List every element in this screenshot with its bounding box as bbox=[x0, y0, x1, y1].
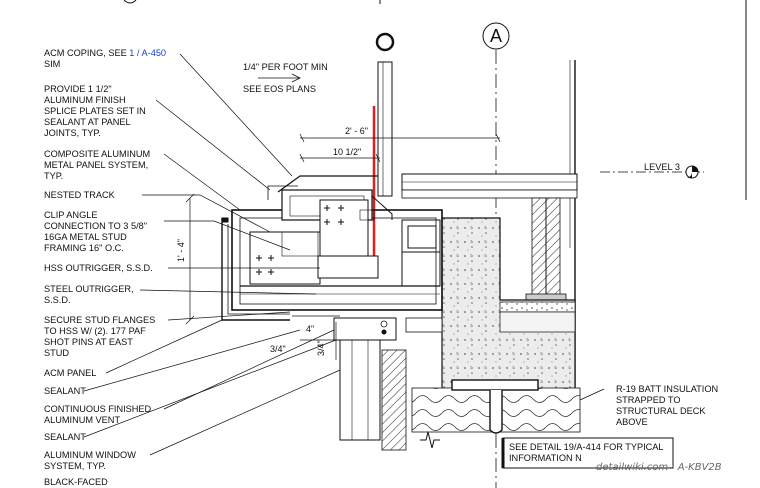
note-window-2: SYSTEM, TYP. bbox=[44, 461, 106, 471]
detail-reference-box: SEE DETAIL 19/A-414 FOR TYPICAL INFORMAT… bbox=[501, 437, 674, 469]
slope-note-line2: SEE EOS PLANS bbox=[243, 84, 316, 94]
note-acm-coping: ACM COPING, SEE 1 / A-450 bbox=[44, 48, 166, 58]
detail-link[interactable]: 1 / A-450 bbox=[129, 48, 166, 58]
dim-2ft6: 2' - 6" bbox=[345, 126, 368, 136]
note-composite-2: METAL PANEL SYSTEM, bbox=[44, 160, 148, 170]
level-label: LEVEL 3 bbox=[644, 162, 680, 172]
ref-line-1: SEE DETAIL 19/A-414 FOR TYPICAL bbox=[509, 442, 664, 452]
insulation-line-3: STRUCTURAL DECK bbox=[616, 406, 706, 416]
dim-three-quarter-a: 3/4" bbox=[270, 344, 286, 354]
floor-slab bbox=[401, 173, 578, 199]
grid-tag: A bbox=[490, 26, 502, 46]
batt-insulation bbox=[411, 379, 581, 434]
note-acm-panel: ACM PANEL bbox=[44, 368, 96, 378]
note-secure-1: SECURE STUD FLANGES bbox=[44, 315, 155, 325]
annotation-notes: ACM COPING, SEE 1 / A-450 SIM PROVIDE 1 … bbox=[44, 48, 166, 487]
insulation-line-4: ABOVE bbox=[616, 417, 648, 427]
break-line bbox=[420, 431, 440, 449]
note-hss: HSS OUTRIGGER, S.S.D. bbox=[44, 263, 153, 273]
note-clip-2: CONNECTION TO 3 5/8" bbox=[44, 221, 147, 231]
dim-1ft4: 1' - 4" bbox=[176, 239, 186, 262]
dim-three-quarter-b: 3/4" bbox=[316, 340, 326, 356]
note-clip-4: FRAMING 16" O.C. bbox=[44, 243, 124, 253]
note-clip-3: 16GA METAL STUD bbox=[44, 232, 127, 242]
note-steel-2: S.S.D. bbox=[44, 295, 71, 305]
note-splice-5: JOINTS, TYP. bbox=[44, 128, 101, 138]
note-vent-2: ALUMINUM VENT bbox=[44, 415, 120, 425]
steel-column bbox=[525, 197, 567, 303]
slope-note-line1: 1/4" PER FOOT MIN bbox=[243, 62, 328, 72]
watermark: detailwiki.com · A-KBV2B bbox=[596, 462, 722, 473]
note-composite-3: TYP. bbox=[44, 171, 63, 181]
coping-post bbox=[375, 32, 395, 197]
note-sim: SIM bbox=[44, 59, 60, 69]
note-sealant-2: SEALANT bbox=[44, 432, 86, 442]
dim-10-half: 10 1/2" bbox=[333, 147, 361, 157]
note-splice-2: ALUMINUM FINISH bbox=[44, 95, 126, 105]
interior-wall bbox=[381, 317, 443, 451]
level-datum bbox=[600, 165, 704, 179]
note-sealant-1: SEALANT bbox=[44, 386, 86, 396]
note-black-faced: BLACK-FACED bbox=[44, 477, 108, 487]
note-secure-2: TO HSS W/ (2). 177 PAF bbox=[44, 326, 146, 336]
dim-4in: 4" bbox=[306, 324, 314, 334]
note-splice-1: PROVIDE 1 1/2" bbox=[44, 84, 112, 94]
note-secure-4: STUD bbox=[44, 348, 69, 358]
note-steel-1: STEEL OUTRIGGER, bbox=[44, 284, 134, 294]
ref-line-2: INFORMATION N bbox=[509, 453, 582, 463]
leader-lines bbox=[83, 53, 605, 456]
roof-assembly bbox=[499, 301, 576, 333]
note-clip-1: CLIP ANGLE bbox=[44, 210, 97, 220]
note-window-1: ALUMINUM WINDOW bbox=[44, 450, 136, 460]
interior-framing bbox=[401, 219, 441, 287]
note-vent-1: CONTINUOUS FINISHED bbox=[44, 404, 152, 414]
insulation-line-2: STRAPPED TO bbox=[616, 395, 681, 405]
window-system bbox=[333, 317, 397, 441]
note-splice-3: SPLICE PLATES SET IN bbox=[44, 106, 146, 116]
note-splice-4: SEALANT AT PANEL bbox=[44, 117, 131, 127]
slope-arrow bbox=[258, 73, 301, 83]
fastener-symbols bbox=[256, 205, 344, 275]
sheet-border bbox=[123, 0, 747, 200]
note-nested-track: NESTED TRACK bbox=[44, 190, 116, 200]
note-composite-1: COMPOSITE ALUMINUM bbox=[44, 149, 150, 159]
insulation-note: R-19 BATT INSULATION STRAPPED TO STRUCTU… bbox=[616, 384, 718, 427]
note-secure-3: SHOT PINS AT EAST bbox=[44, 337, 133, 347]
insulation-line-1: R-19 BATT INSULATION bbox=[616, 384, 718, 394]
